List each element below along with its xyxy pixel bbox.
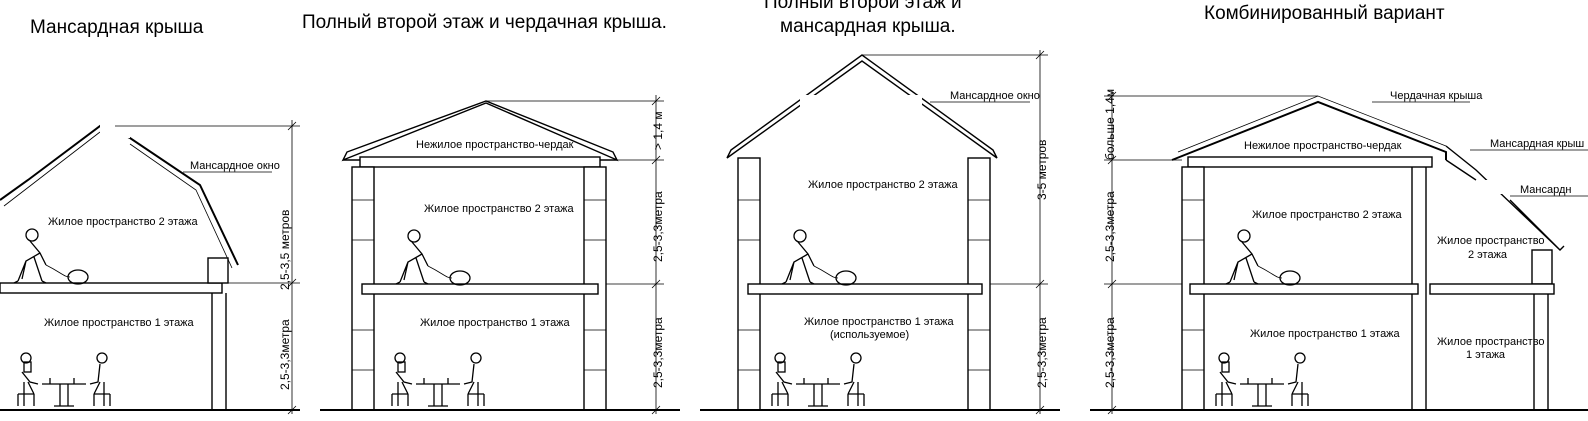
panel2-attic-label: Нежилое пространство-чердак (416, 139, 574, 151)
panel3-title-line2: мансардная крыша. (780, 16, 956, 37)
panel4-side2-floor: 2 этажа (1468, 249, 1508, 261)
panel4-dim-mid: 2,5-3,3метра (1103, 191, 1117, 262)
panel4-dim-attic: больше 1,4м (1103, 89, 1117, 160)
person-vacuuming-icon (781, 229, 857, 286)
panel3-dim-bottom: 2,5-3,3метра (1035, 317, 1049, 388)
panel-full-floor-mansard: Полный второй этаж и мансардная крыша. М… (700, 0, 1060, 415)
panel4-floor1-label: Жилое пространство 1 этажа (1250, 328, 1401, 340)
panel3-dim-top: 3-5 метров (1035, 140, 1049, 200)
panel1-floor1-label: Жилое пространство 1 этажа (44, 317, 195, 329)
panel4-window1-label: Мансардная крыш (1490, 138, 1584, 150)
panel2-dim-bottom: 2,5-3,3метра (651, 317, 665, 388)
panel4-title: Комбинированный вариант (1204, 3, 1445, 24)
dining-table-icon (1215, 352, 1309, 407)
panel4-side2-label: Жилое пространство (1437, 235, 1545, 247)
panel4-side1-label: Жилое пространство (1437, 336, 1545, 348)
panel-mansard-roof: Мансардная крыша Мансардное окно Жилое п… (0, 17, 300, 415)
panel1-floor2-label: Жилое пространство 2 этажа (48, 216, 199, 228)
panel2-dim-mid: 2,5-3,3метра (651, 191, 665, 262)
panel-full-floor-attic: Полный второй этаж и чердачная крыша. Не… (302, 12, 680, 415)
panel2-floor-slab (361, 283, 599, 295)
panel-combined: Комбинированный вариант Нежилое простран… (1090, 3, 1588, 415)
panel4-roof-label: Чердачная крыша (1390, 90, 1483, 102)
panel3-window-label: Мансардное окно (950, 90, 1040, 102)
panel1-title: Мансардная крыша (30, 17, 204, 38)
panel2-floor1-label: Жилое пространство 1 этажа (420, 317, 571, 329)
mansard-roof-outline (1445, 145, 1565, 251)
panel4-side1-floor: 1 этажа (1466, 349, 1506, 361)
panel4-floor-slab (1189, 283, 1419, 295)
mansard-roof-outline (0, 124, 239, 266)
panel4-attic-label: Нежилое пространство-чердак (1244, 140, 1402, 152)
panel2-dim-attic: > 1,4 м (651, 111, 665, 150)
panel1-window-label: Мансардное окно (190, 160, 280, 172)
panel4-window2-label: Мансардн (1520, 184, 1571, 196)
person-vacuuming-icon (395, 229, 471, 286)
panel4-dim-bottom: 2,5-3,3метра (1103, 317, 1117, 388)
panel1-dim-top: 2,5-3,5 метров (278, 210, 292, 290)
dining-table-icon (17, 352, 111, 407)
person-vacuuming-icon (13, 228, 89, 285)
panel1-floor-slab (0, 282, 223, 294)
panel2-title: Полный второй этаж и чердачная крыша. (302, 12, 667, 33)
dining-table-icon (391, 352, 485, 407)
panel4-floor2-label: Жилое пространство 2 этажа (1252, 209, 1403, 221)
dining-table-icon (771, 352, 865, 407)
panel3-floor1-label: Жилое пространство 1 этажа (804, 316, 955, 328)
panel1-dim-bottom: 2,5-3,3метра (278, 319, 292, 390)
mansard-roof-outline (726, 54, 998, 159)
panel3-floor1-note: (используемое) (830, 329, 909, 341)
panel2-floor2-label: Жилое пространство 2 этажа (424, 203, 575, 215)
panel3-floor-slab (747, 283, 983, 295)
person-vacuuming-icon (1225, 229, 1301, 286)
panel3-floor2-label: Жилое пространство 2 этажа (808, 179, 959, 191)
panel3-title-line1: Полный второй этаж и (764, 0, 962, 13)
